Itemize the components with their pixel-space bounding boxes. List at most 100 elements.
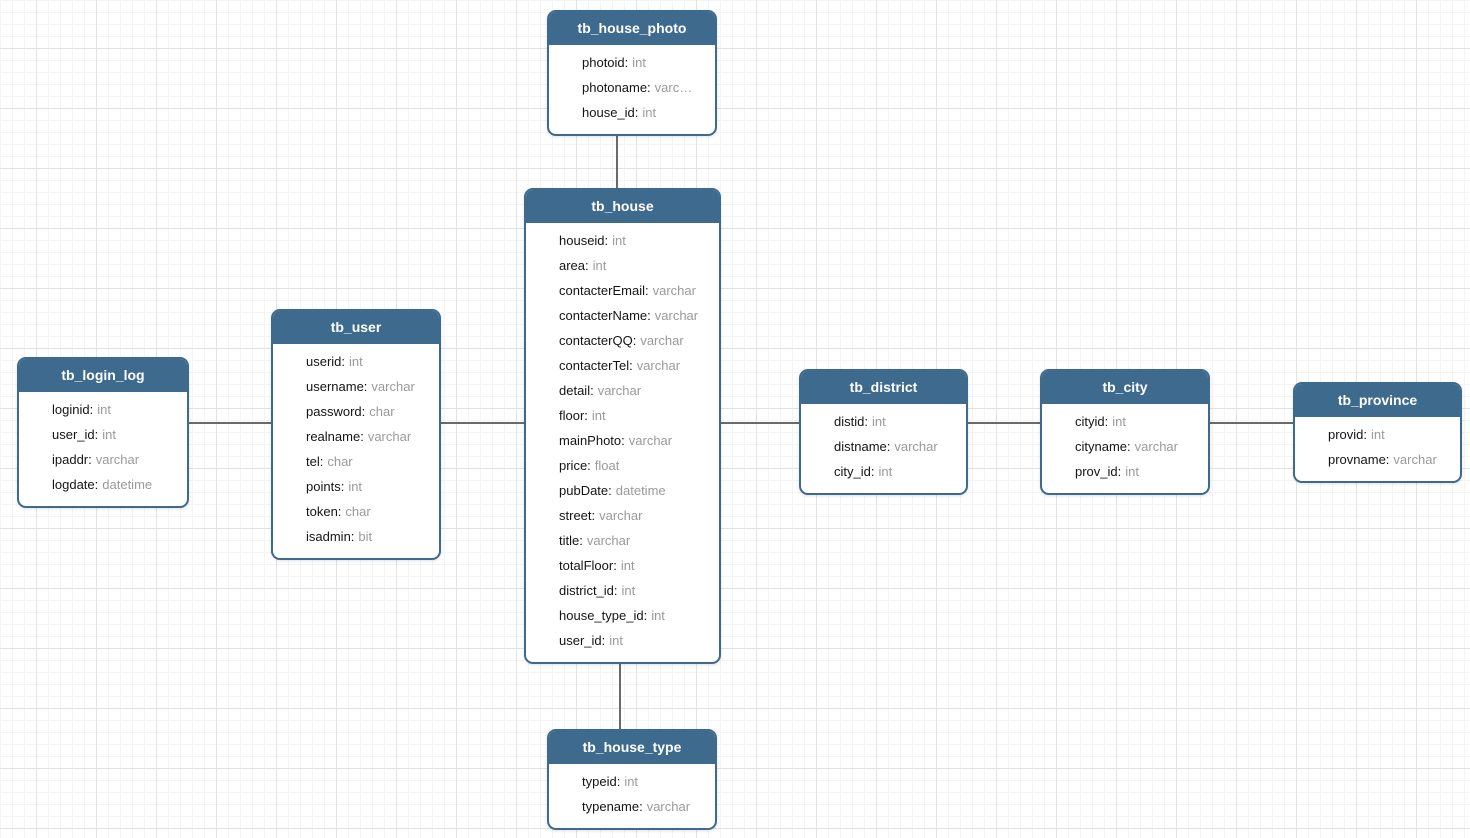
entity-field-row: contacterQQ:varchar [559, 328, 711, 353]
entity-field-row: contacterTel:varchar [559, 353, 711, 378]
field-name: houseid: [559, 233, 609, 248]
field-name: isadmin: [306, 529, 355, 544]
field-name: cityid: [1075, 414, 1109, 429]
connector-tb_login_log-tb_user[interactable] [185, 422, 275, 424]
field-type: int [1112, 414, 1126, 429]
entity-field-row: price:float [559, 453, 711, 478]
field-type: char [345, 504, 371, 519]
entity-field-row: cityname:varchar [1075, 434, 1200, 459]
field-type: datetime [615, 483, 666, 498]
entity-field-row: house_type_id:int [559, 603, 711, 628]
entity-tb_house_type[interactable]: tb_house_type typeid:int typename:varchar [547, 729, 717, 830]
field-name: prov_id: [1075, 464, 1122, 479]
entity-title: tb_house_type [549, 731, 715, 764]
field-name: typename: [582, 799, 643, 814]
field-type: varchar [586, 533, 631, 548]
field-name: floor: [559, 408, 588, 423]
field-type: int [620, 558, 635, 573]
entity-field-row: ipaddr:varchar [52, 447, 179, 472]
entity-field-row: distname:varchar [834, 434, 958, 459]
entity-field-row: district_id:int [559, 578, 711, 603]
field-type: varc… [654, 80, 693, 95]
field-name: area: [559, 258, 589, 273]
connector-tb_district-tb_city[interactable] [964, 422, 1044, 424]
field-type: datetime [102, 477, 153, 492]
entity-field-row: pubDate:datetime [559, 478, 711, 503]
field-type: varchar [894, 439, 938, 454]
entity-title: tb_city [1042, 371, 1208, 404]
connector-tb_city-tb_province[interactable] [1205, 422, 1297, 424]
field-type: bit [358, 529, 373, 544]
entity-field-row: typeid:int [582, 769, 707, 794]
field-type: varchar [646, 799, 691, 814]
field-type: int [349, 354, 363, 369]
entity-field-row: user_id:int [52, 422, 179, 447]
entity-field-row: photoid:int [582, 50, 707, 75]
field-type: float [594, 458, 620, 473]
entity-field-row: tel:char [306, 449, 431, 474]
field-name: password: [306, 404, 366, 419]
field-type: int [591, 408, 606, 423]
field-type: char [369, 404, 395, 419]
field-name: cityname: [1075, 439, 1131, 454]
field-name: ipaddr: [52, 452, 92, 467]
field-name: totalFloor: [559, 558, 617, 573]
field-name: contacterQQ: [559, 333, 637, 348]
entity-title: tb_province [1295, 384, 1460, 417]
entity-field-row: realname:varchar [306, 424, 431, 449]
field-name: city_id: [834, 464, 875, 479]
connector-tb_house-tb_district[interactable] [717, 422, 803, 424]
field-name: points: [306, 479, 345, 494]
connector-tb_user-tb_house[interactable] [437, 422, 528, 424]
entity-field-row: totalFloor:int [559, 553, 711, 578]
field-name: detail: [559, 383, 594, 398]
entity-fields: typeid:int typename:varchar [549, 764, 715, 828]
field-type: int [102, 427, 116, 442]
field-name: street: [559, 508, 596, 523]
field-name: tel: [306, 454, 324, 469]
entity-field-row: token:char [306, 499, 431, 524]
field-name: provid: [1328, 427, 1368, 442]
entity-field-row: distid:int [834, 409, 958, 434]
entity-field-row: points:int [306, 474, 431, 499]
field-name: loginid: [52, 402, 94, 417]
field-type: int [1125, 464, 1139, 479]
field-name: user_id: [52, 427, 99, 442]
connector-tb_house_photo-tb_house[interactable] [616, 128, 618, 194]
field-type: int [97, 402, 111, 417]
field-type: int [878, 464, 893, 479]
entity-field-row: house_id:int [582, 100, 707, 125]
field-type: int [592, 258, 607, 273]
entity-field-row: isadmin:bit [306, 524, 431, 549]
field-name: distid: [834, 414, 868, 429]
entity-field-row: photoname:varc… [582, 75, 707, 100]
field-name: contacterName: [559, 308, 651, 323]
field-type: varchar [597, 383, 642, 398]
field-name: username: [306, 379, 368, 394]
field-type: int [632, 55, 646, 70]
field-type: varchar [636, 358, 681, 373]
entity-field-row: password:char [306, 399, 431, 424]
field-name: price: [559, 458, 591, 473]
entity-field-row: provname:varchar [1328, 447, 1452, 472]
entity-field-row: detail:varchar [559, 378, 711, 403]
field-type: int [871, 414, 886, 429]
field-type: int [624, 774, 639, 789]
field-name: provname: [1328, 452, 1390, 467]
field-name: distname: [834, 439, 891, 454]
entity-field-row: provid:int [1328, 422, 1452, 447]
field-type: varchar [1134, 439, 1178, 454]
connector-tb_house-tb_house_type[interactable] [619, 660, 621, 735]
